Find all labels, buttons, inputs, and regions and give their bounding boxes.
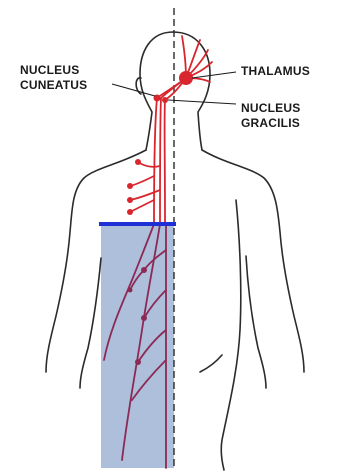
nucleus-gracilis-label: NUCLEUS GRACILIS	[241, 101, 300, 131]
nucleus-cuneatus-line-2: CUNEATUS	[20, 78, 87, 93]
thalamus-text: THALAMUS	[241, 64, 310, 79]
nucleus-cuneatus-label: NUCLEUS CUNEATUS	[20, 63, 87, 93]
left-arm-inner	[80, 258, 101, 388]
shaded-lower-body-region	[101, 224, 174, 468]
nucleus-gracilis-line-2: GRACILIS	[241, 116, 300, 131]
cuneatus-leader	[112, 84, 155, 96]
right-torso	[246, 256, 266, 388]
nucleus-gracilis-line-1: NUCLEUS	[241, 101, 300, 116]
gracilis-node	[162, 97, 168, 103]
head-outline-right	[173, 32, 210, 150]
right-shoulder	[202, 150, 304, 372]
nucleus-cuneatus-line-1: NUCLEUS	[20, 63, 87, 78]
thalamus-leader	[192, 72, 236, 78]
thalamus-label: THALAMUS	[241, 64, 310, 79]
body-outline	[46, 32, 304, 470]
thalamus-node	[179, 71, 193, 85]
